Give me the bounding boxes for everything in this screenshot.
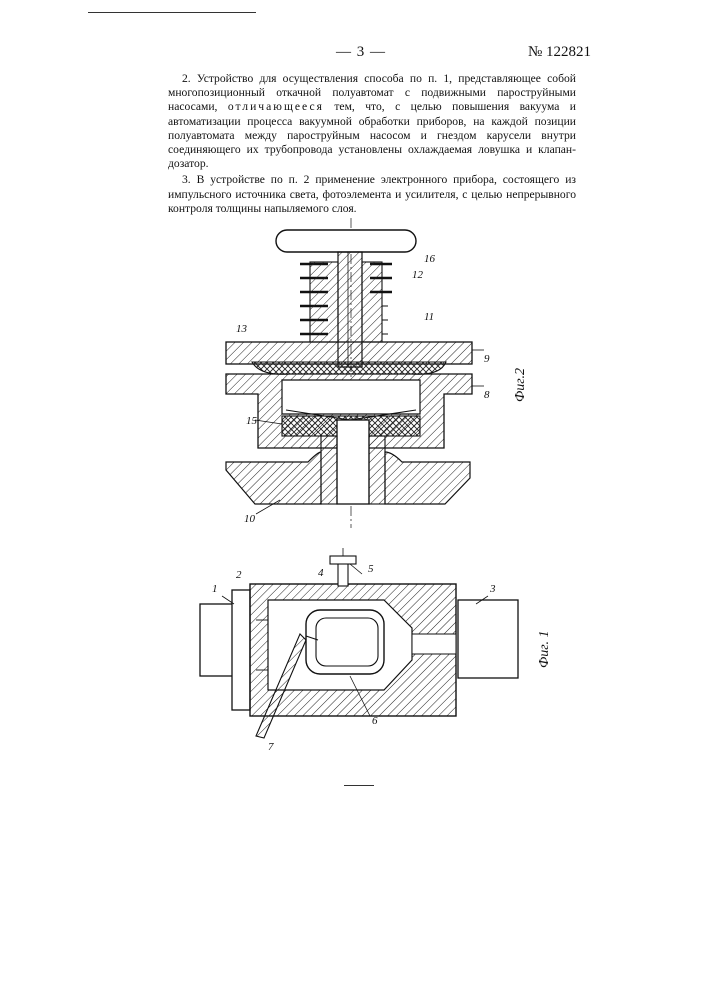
label-10: 10 [244, 513, 256, 525]
label-6: 6 [372, 715, 378, 727]
label-4: 4 [318, 567, 324, 579]
base-10-left [226, 452, 321, 504]
tube [337, 420, 369, 504]
label-9: 9 [484, 353, 490, 365]
pipe-1 [200, 604, 236, 676]
label-15: 15 [246, 415, 258, 427]
figure-2-caption: Фиг.2 [513, 368, 528, 402]
label-16: 16 [424, 253, 436, 265]
label-11: 11 [424, 311, 434, 323]
label-12: 12 [412, 269, 424, 281]
label-2: 2 [236, 569, 242, 581]
bottom-rule [344, 785, 374, 786]
base-10-right [385, 452, 470, 504]
figure-1-caption: Фиг. 1 [537, 630, 552, 668]
label-13: 13 [236, 323, 248, 335]
pipe-3 [458, 600, 518, 678]
flange-2 [232, 590, 250, 710]
figure-2: 16 12 13 11 9 8 15 10 Фиг.2 [226, 218, 528, 528]
label-8: 8 [484, 389, 490, 401]
figure-1: 1 2 3 4 5 6 7 Фиг. 1 [200, 548, 552, 753]
gasket-13 [252, 362, 446, 374]
handle-bar [276, 230, 416, 252]
label-5: 5 [368, 563, 374, 575]
label-3: 3 [489, 583, 496, 595]
label-1: 1 [212, 583, 218, 595]
label-7: 7 [268, 741, 274, 753]
plate-9 [226, 342, 472, 364]
